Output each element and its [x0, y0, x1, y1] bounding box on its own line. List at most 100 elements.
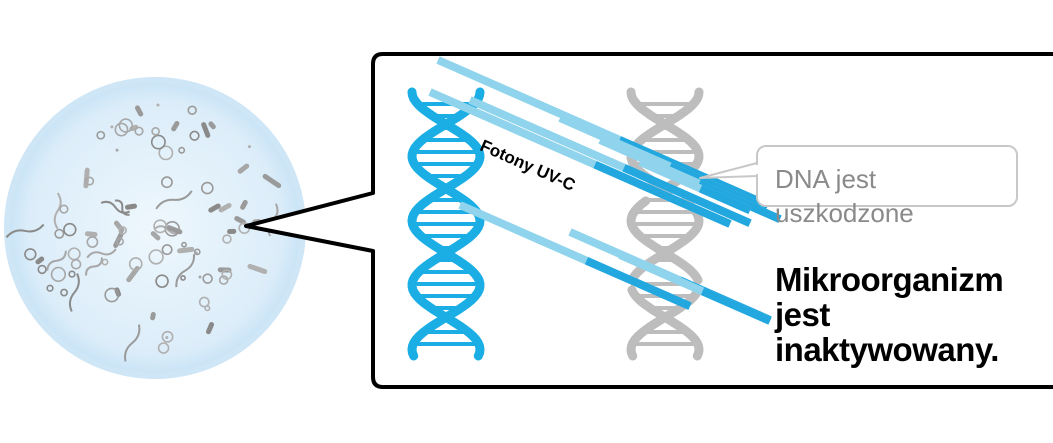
microbe [63, 222, 77, 237]
dna-damage-text: DNA jest uszkodzone [775, 162, 914, 230]
microbe [114, 199, 130, 216]
microbe [165, 335, 169, 339]
microbe [202, 273, 213, 284]
dna-damage-line-2: uszkodzone [775, 198, 914, 228]
microbe [181, 241, 187, 248]
microbe [218, 275, 229, 285]
inactivation-result-text: Mikroorganizm jest inaktywowany. [775, 261, 1004, 368]
microbe [37, 264, 47, 275]
microbe [124, 203, 138, 210]
microbe [115, 148, 119, 152]
microbe [104, 287, 120, 303]
microbe [84, 231, 98, 237]
microbe [205, 321, 215, 335]
microbe [86, 236, 99, 248]
microbe [200, 181, 214, 195]
microbe [46, 250, 67, 271]
microbe [150, 311, 156, 321]
microbe [134, 126, 144, 136]
microbe [221, 269, 233, 280]
microorganisms-group [5, 103, 282, 362]
microbe [161, 244, 173, 256]
microbe [153, 219, 168, 234]
microbe [85, 257, 103, 276]
microbe [54, 228, 65, 239]
microbe [85, 176, 95, 186]
microbe [113, 220, 125, 233]
microbe [70, 258, 82, 270]
callout-bubble [244, 52, 1053, 389]
microbe [166, 225, 183, 235]
microbe [151, 127, 160, 136]
microbe [193, 248, 201, 256]
microbe [247, 263, 268, 275]
microbe [175, 254, 196, 288]
microbe [59, 204, 69, 214]
microbe [180, 275, 186, 281]
microbe [155, 190, 193, 210]
microbe [240, 199, 248, 210]
microbe [114, 122, 129, 137]
dna-strand [627, 285, 704, 361]
microbe [198, 296, 210, 308]
result-line-3: inaktywowany. [775, 331, 999, 368]
uv-beam-tip [668, 162, 762, 210]
microbe [155, 274, 169, 288]
microbe [262, 173, 282, 189]
microbe [156, 103, 160, 107]
microbe [189, 130, 200, 141]
microbe [237, 163, 250, 174]
microbe [177, 246, 195, 254]
microbe [86, 248, 117, 259]
microbe [187, 105, 197, 115]
microbe [118, 226, 127, 235]
result-line-1: Mikroorganizm [775, 261, 1004, 298]
microbe [110, 125, 114, 129]
microbe [158, 145, 174, 161]
microbe [68, 270, 76, 278]
uv-beam-tip [698, 184, 752, 215]
microbe [227, 228, 237, 234]
dna-strand [407, 87, 485, 361]
microbe [161, 330, 174, 343]
microbe [178, 146, 186, 154]
dna-strand [626, 285, 703, 361]
microbe [222, 234, 232, 244]
microbe [124, 324, 141, 362]
microbe [148, 249, 164, 265]
dna-strand [626, 196, 703, 285]
microbe [218, 202, 232, 213]
microbe [247, 145, 251, 149]
microbe [157, 342, 170, 354]
microbe [35, 256, 45, 265]
microbe [96, 130, 106, 140]
microbe [115, 237, 124, 246]
microbe [60, 288, 68, 297]
result-line-2: jest [775, 296, 830, 333]
microbe [118, 118, 134, 133]
microbe [201, 122, 211, 138]
microbe [113, 231, 124, 248]
microbe [53, 192, 62, 230]
microbe [68, 273, 80, 312]
microbe [161, 176, 173, 189]
dna-damage-callout [699, 145, 1018, 207]
microbe [198, 275, 202, 279]
uv-c-photon-beams [428, 56, 782, 325]
microbe [128, 257, 143, 271]
microbe [46, 284, 54, 292]
microbe [24, 248, 37, 261]
uv-beam-tip [697, 179, 782, 223]
microbe [150, 231, 161, 241]
dna-damage-line-1: DNA jest [775, 164, 877, 194]
microbe [5, 223, 45, 239]
uv-beam-tip [700, 287, 772, 325]
microbe [208, 121, 216, 130]
uv-beam-tip [622, 164, 752, 227]
dna-helix-icon [407, 87, 485, 361]
microbe [134, 105, 144, 117]
microbe [208, 203, 221, 213]
microbe [150, 134, 166, 150]
microbe [100, 200, 131, 214]
